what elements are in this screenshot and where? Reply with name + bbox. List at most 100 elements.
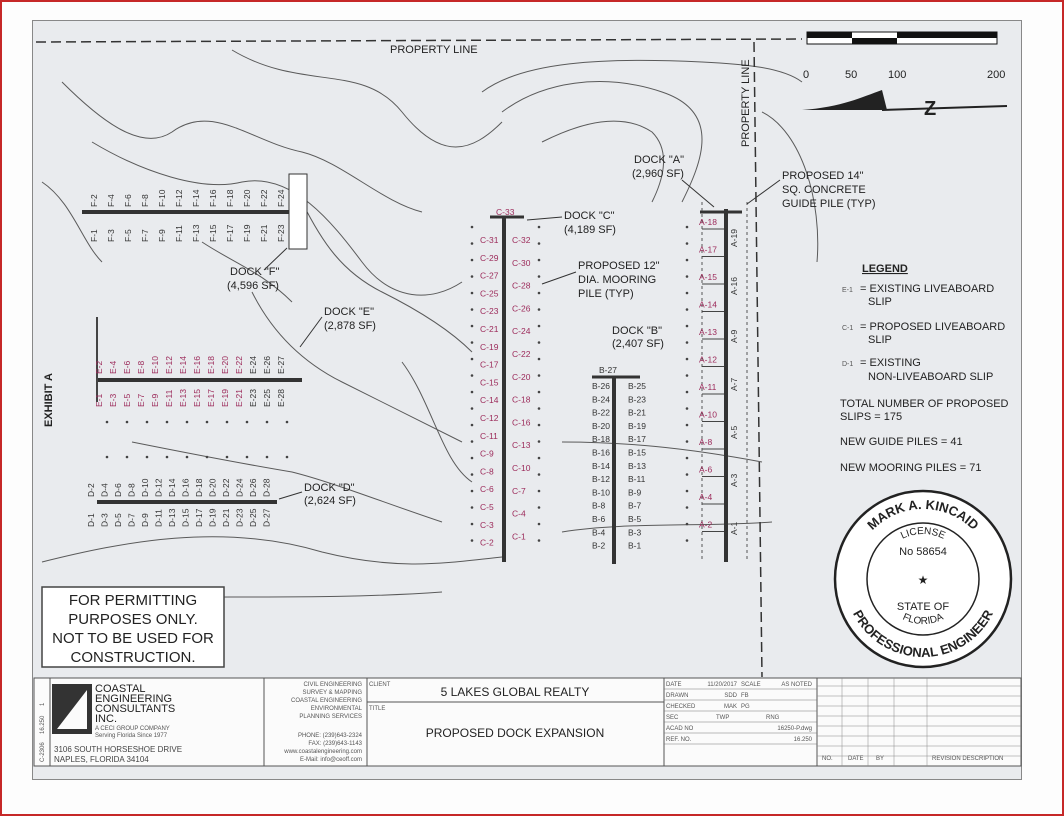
slip-label: B-1 — [628, 541, 642, 551]
slip-label: C-12 — [480, 413, 499, 423]
slip-label: F-18 — [225, 189, 235, 207]
legend-guide-piles: NEW GUIDE PILES = 41 — [840, 436, 963, 448]
mooring-pile — [537, 522, 541, 526]
slip-label: E-14 — [178, 356, 188, 374]
legend-sym-proposed-liveaboard: C-1 — [842, 325, 853, 332]
field-key: ACAD NO — [666, 726, 694, 732]
dock-c-area: (4,189 SF) — [564, 224, 616, 236]
drawing-title: PROPOSED DOCK EXPANSION — [426, 726, 604, 740]
slip-label: E-3 — [108, 394, 118, 408]
slip-label: D-12 — [154, 478, 164, 497]
mooring-pile — [685, 522, 689, 526]
revision-header: NO. — [822, 756, 833, 762]
slip-label: E-17 — [206, 389, 216, 407]
service-line: COASTAL ENGINEERING — [291, 698, 362, 704]
mooring-pile — [125, 455, 129, 459]
mooring-pile — [285, 420, 289, 424]
dock-b — [592, 375, 640, 564]
slip-label: D-28 — [262, 478, 272, 497]
mooring-pile — [537, 506, 541, 509]
dock-e — [96, 317, 302, 402]
slip-label: F-17 — [225, 224, 235, 242]
slip-label: C-15 — [480, 377, 499, 387]
slip-label: B-11 — [628, 474, 646, 484]
slip-label: C-22 — [512, 349, 531, 359]
mooring-pile-line-2: DIA. MOORING — [578, 274, 656, 286]
slip-label: B-23 — [628, 394, 646, 404]
slip-label: C-10 — [512, 463, 531, 473]
slip-label: F-8 — [140, 194, 150, 207]
mooring-pile — [685, 423, 689, 427]
slip-label: C-14 — [480, 395, 499, 405]
guide-pile-line-3: GUIDE PILE (TYP) — [782, 198, 876, 210]
mooring-pile — [537, 357, 541, 361]
sheet-side-label: C-2306 — [40, 742, 46, 762]
dock-f-name: DOCK "F" — [230, 266, 279, 278]
slip-label: F-7 — [140, 229, 150, 242]
revision-header: DATE — [848, 756, 864, 762]
slip-label: D-15 — [181, 508, 191, 527]
slip-label: B-2 — [592, 541, 606, 551]
slip-label: B-9 — [628, 487, 642, 497]
slip-label: A-5 — [729, 426, 739, 440]
slip-label: D-20 — [208, 478, 218, 497]
mooring-pile — [470, 225, 474, 229]
mooring-pile — [685, 357, 689, 361]
slip-label: C-30 — [512, 258, 531, 268]
guide-pile-line-2: SQ. CONCRETE — [782, 184, 866, 196]
slip-label: C-17 — [480, 360, 499, 370]
slip-label: B-19 — [628, 421, 646, 431]
legend-mooring-piles: NEW MOORING PILES = 71 — [840, 462, 982, 474]
scale-tick-200: 200 — [987, 69, 1005, 81]
dock-e-area: (2,878 SF) — [324, 320, 376, 332]
mooring-pile — [185, 420, 189, 424]
mooring-pile — [537, 374, 541, 377]
slip-label: F-12 — [174, 189, 184, 207]
permit-note-line-2: PURPOSES ONLY. — [68, 611, 198, 628]
dock-c — [490, 215, 524, 562]
slip-label: F-3 — [106, 229, 116, 242]
slip-label: D-4 — [100, 483, 110, 497]
slip-label: D-1 — [86, 513, 96, 527]
slip-label: E-6 — [122, 361, 132, 375]
mooring-pile — [225, 455, 229, 459]
slip-label: D-19 — [208, 508, 218, 527]
legend-text-3a: = EXISTING — [860, 357, 921, 369]
slip-label: B-10 — [592, 487, 610, 497]
firm-tagline-2: Serving Florida Since 1977 — [95, 733, 168, 739]
dock-e-name: DOCK "E" — [324, 306, 374, 318]
mooring-pile — [470, 423, 474, 427]
revision-header: BY — [876, 756, 884, 762]
mooring-pile — [470, 390, 474, 394]
mooring-pile — [145, 420, 149, 424]
slip-label: A-16 — [729, 277, 739, 295]
mooring-pile — [105, 455, 109, 459]
service-line: ENVIRONMENTAL — [311, 706, 363, 712]
mooring-pile — [537, 242, 541, 245]
slip-label: B-8 — [592, 501, 606, 511]
slip-label: A-14 — [699, 300, 717, 310]
slip-label: F-20 — [242, 189, 252, 207]
mooring-pile — [685, 324, 689, 328]
slip-label: B-26 — [592, 381, 610, 391]
slip-label: E-5 — [122, 394, 132, 408]
slip-label: E-20 — [220, 356, 230, 374]
legend-text-2a: = PROPOSED LIVEABOARD — [860, 321, 1005, 333]
slip-label: F-4 — [106, 194, 116, 207]
legend-text-2b: SLIP — [868, 334, 892, 346]
slip-label: F-22 — [259, 189, 269, 207]
mooring-pile — [470, 506, 474, 509]
slip-label: E-21 — [234, 389, 244, 407]
contact-line: FAX: (239)643-1143 — [308, 741, 362, 747]
slip-label: D-13 — [167, 508, 177, 527]
contact-line: www.coastalengineering.com — [283, 749, 362, 755]
mooring-pile — [470, 324, 474, 328]
contour-lines — [41, 49, 819, 603]
mooring-pile — [537, 423, 541, 427]
field-key: FB — [741, 693, 749, 699]
mooring-pile — [285, 455, 289, 459]
engineer-seal: MARK A. KINCAID PROFESSIONAL ENGINEER LI… — [833, 489, 1013, 669]
sheet-side-label: 1 — [40, 702, 46, 706]
slip-label: A-13 — [699, 327, 717, 337]
